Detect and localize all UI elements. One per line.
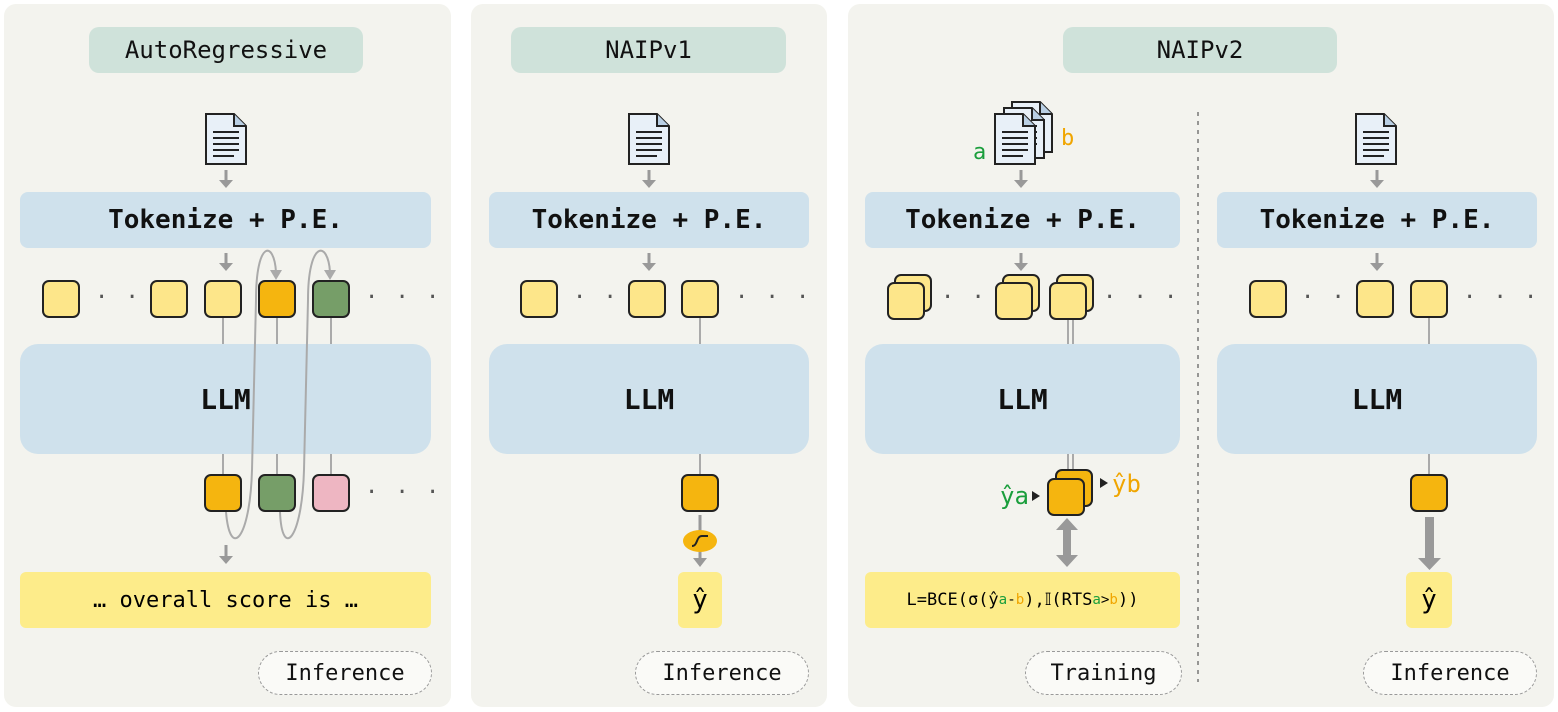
prediction-a-label: ŷa	[1000, 482, 1029, 510]
document-icon	[628, 113, 670, 165]
tokenize-bar-autoregressive: Tokenize + P.E.	[20, 192, 431, 248]
output-token	[681, 474, 719, 512]
input-token	[520, 280, 558, 318]
llm-block-autoregressive: LLM	[20, 344, 431, 454]
output-text-bar: … overall score is …	[20, 572, 431, 628]
tokenize-bar-naipv2-training: Tokenize + P.E.	[865, 192, 1180, 248]
generated-token	[258, 280, 296, 318]
output-token	[312, 474, 350, 512]
ellipsis: · · ·	[365, 285, 442, 310]
ellipsis: · · ·	[1103, 285, 1180, 310]
title-autoregressive: AutoRegressive	[89, 27, 363, 73]
input-token-pair	[1049, 282, 1087, 320]
input-token	[150, 280, 188, 318]
loss-sub-gt: >	[1100, 592, 1110, 608]
input-token	[1249, 280, 1287, 318]
output-token	[204, 474, 242, 512]
tokenize-bar-naipv1: Tokenize + P.E.	[489, 192, 809, 248]
loss-text: ),𝕀(RTS	[1024, 590, 1093, 610]
output-token	[258, 474, 296, 512]
loss-sub-a: a	[1092, 592, 1101, 608]
ellipsis: · · ·	[735, 285, 812, 310]
output-token-pair	[1047, 478, 1085, 516]
llm-block-naipv2-training: LLM	[865, 344, 1180, 454]
doc-label-b: b	[1061, 126, 1075, 151]
loss-sub-a: a	[998, 592, 1008, 608]
doc-label-a: a	[973, 140, 987, 165]
input-token-pair	[887, 282, 925, 320]
input-token	[42, 280, 80, 318]
sigmoid-icon	[683, 530, 717, 552]
input-token	[628, 280, 666, 318]
mode-badge-naipv1: Inference	[635, 651, 809, 695]
stacked-documents-icon	[994, 101, 1053, 165]
loss-text: L=BCE(σ(ŷ	[906, 590, 999, 610]
mode-badge-naipv2-training: Training	[1025, 651, 1182, 695]
generated-token	[312, 280, 350, 318]
mode-badge-autoregressive: Inference	[258, 651, 432, 695]
ellipsis: · · ·	[1463, 285, 1540, 310]
tokenize-bar-naipv2-inference: Tokenize + P.E.	[1217, 192, 1537, 248]
loss-sub-b: b	[1109, 592, 1118, 608]
prediction-output: ŷ	[1406, 572, 1452, 628]
prediction-output: ŷ	[678, 572, 722, 628]
document-icon	[205, 113, 247, 165]
output-token	[1410, 474, 1448, 512]
document-icon	[1355, 113, 1397, 165]
input-token	[681, 280, 719, 318]
llm-block-naipv1: LLM	[489, 344, 809, 454]
input-token-pair	[995, 282, 1033, 320]
loss-text: ))	[1117, 590, 1139, 610]
mode-badge-naipv2-inference: Inference	[1363, 651, 1537, 695]
ellipsis: · · ·	[365, 480, 442, 505]
loss-sub-b: b	[1015, 592, 1025, 608]
prediction-b-label: ŷb	[1112, 470, 1141, 498]
input-token	[1356, 280, 1394, 318]
input-token	[204, 280, 242, 318]
llm-block-naipv2-inference: LLM	[1217, 344, 1537, 454]
loss-sub-minus: -	[1007, 592, 1016, 608]
title-naipv2: NAIPv2	[1063, 27, 1337, 73]
title-naipv1: NAIPv1	[511, 27, 786, 73]
input-token	[1410, 280, 1448, 318]
